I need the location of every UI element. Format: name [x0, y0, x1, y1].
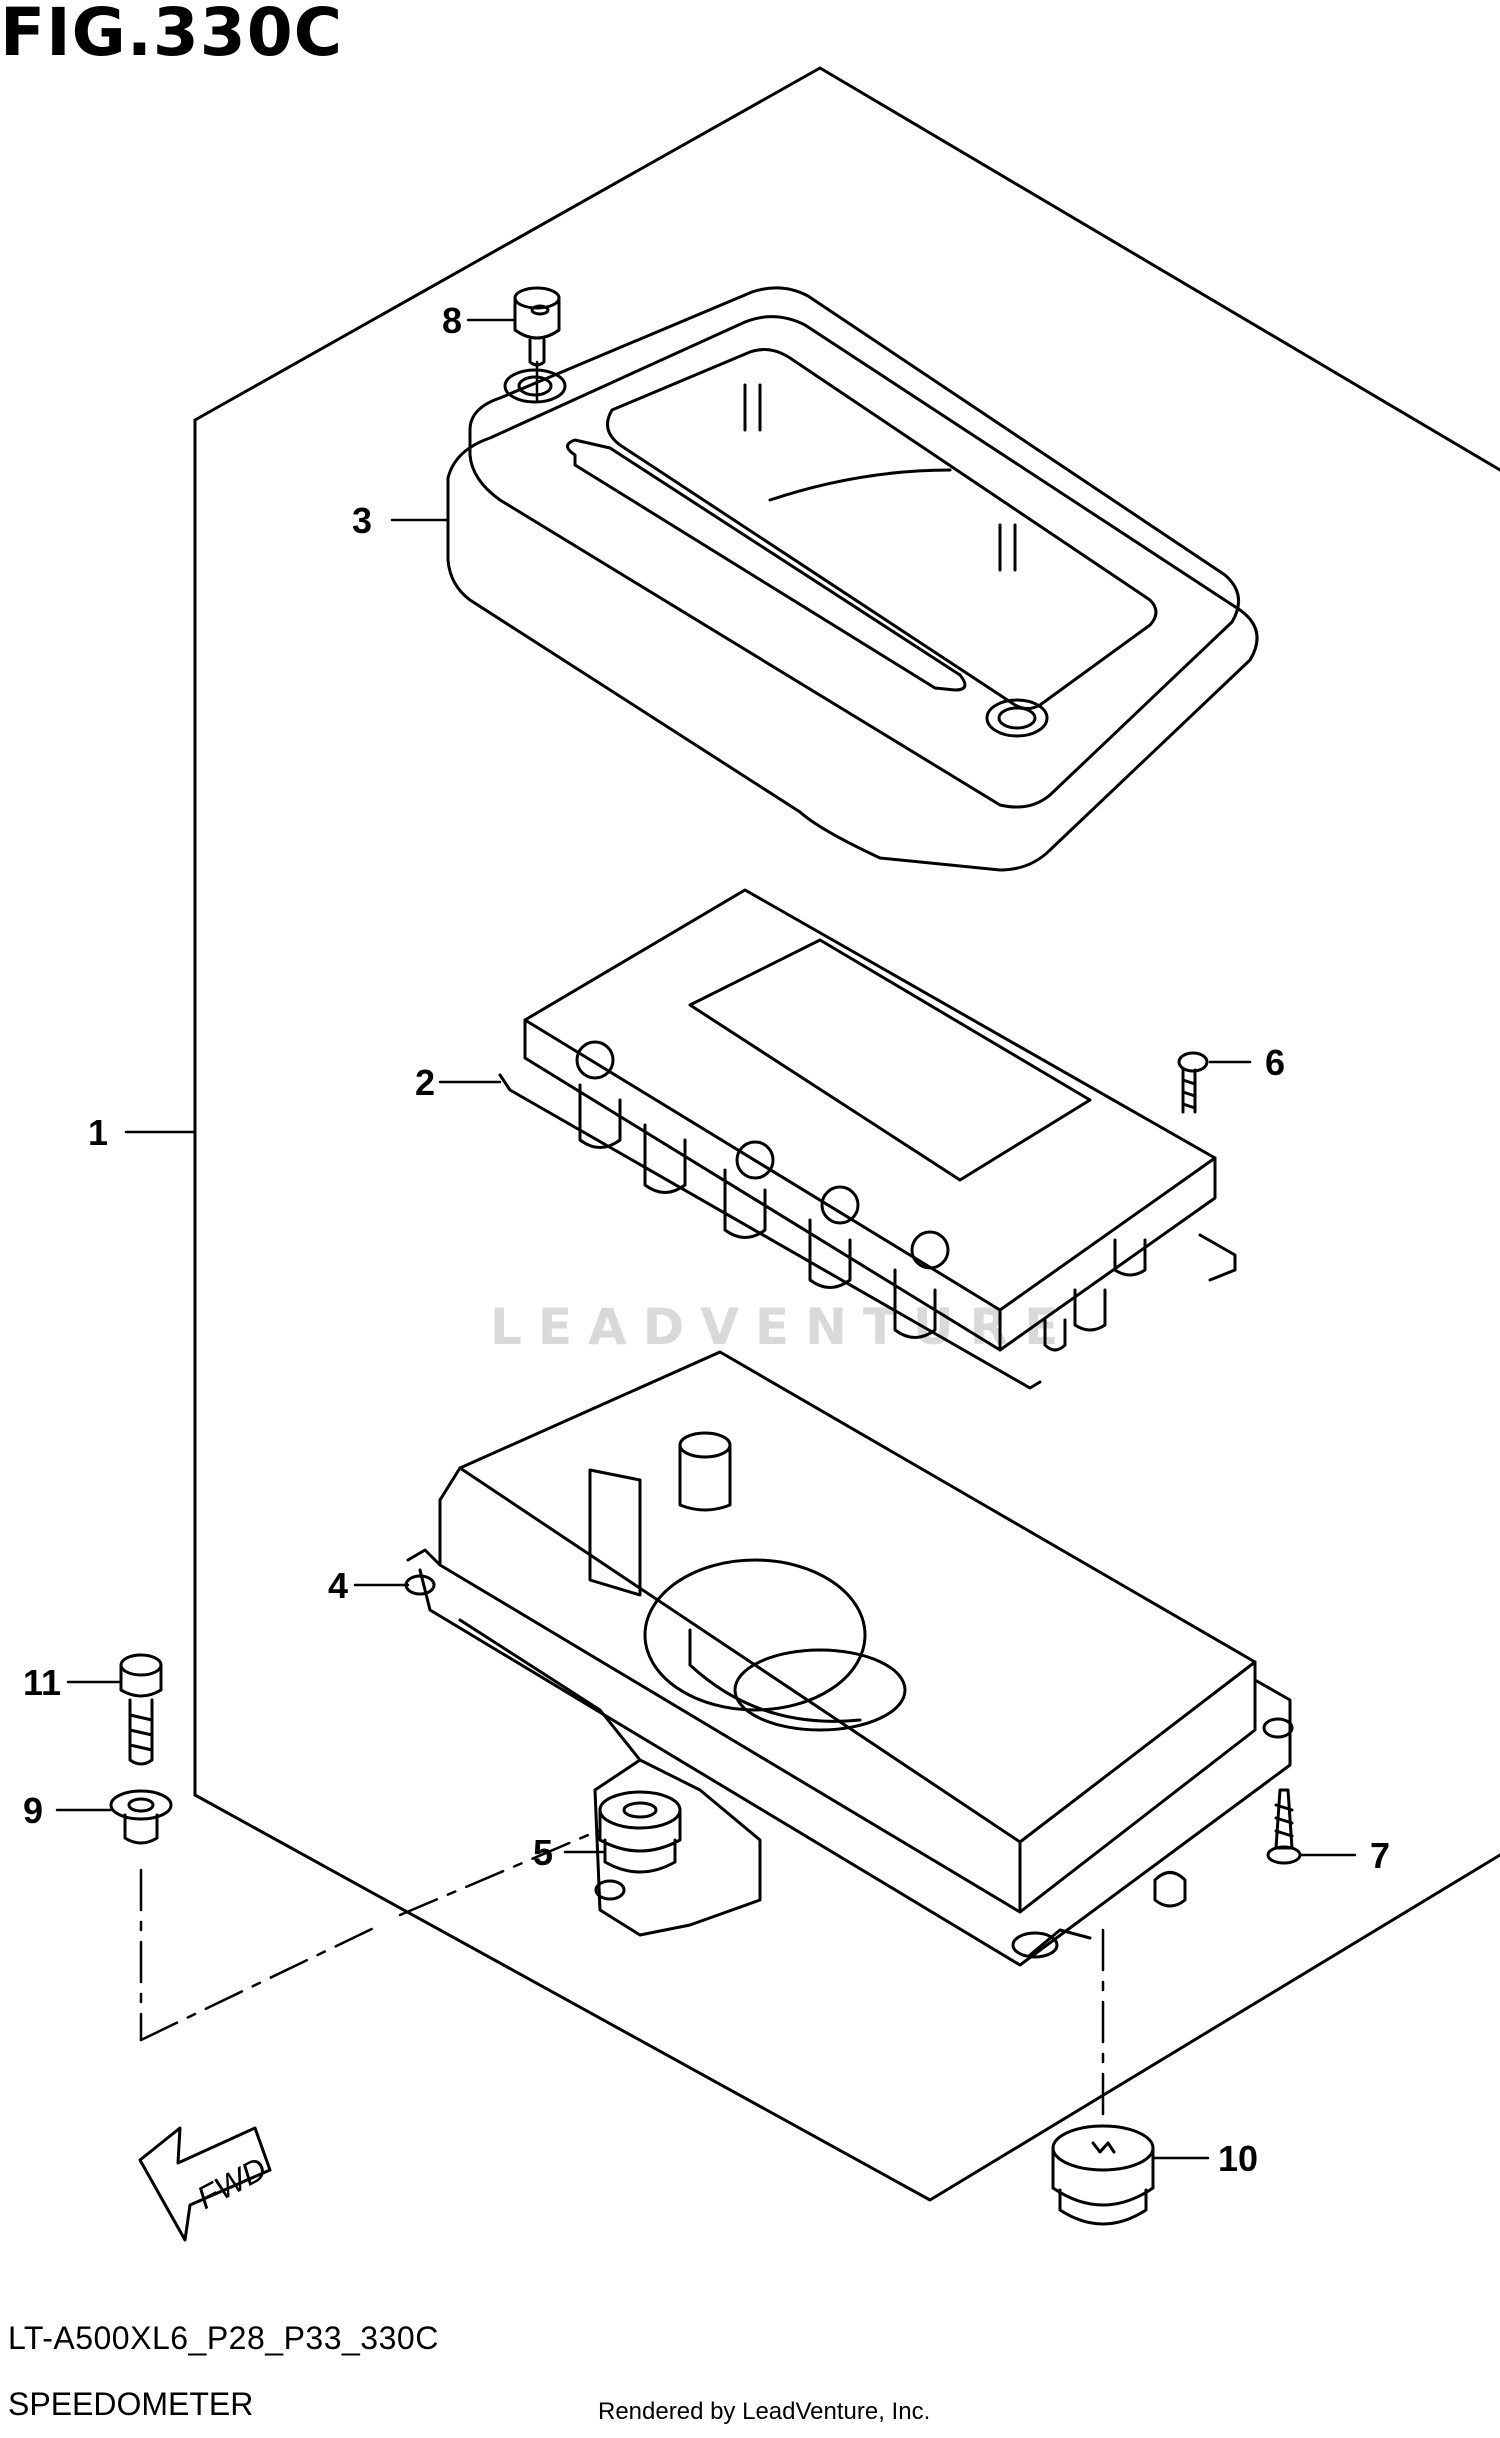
- part-6-screw: [1177, 1051, 1209, 1114]
- part-9-collar: [109, 1789, 173, 1845]
- callout-3: 3: [352, 500, 372, 541]
- model-code: LT-A500XL6_P28_P33_330C: [8, 2320, 439, 2356]
- callout-11: 11: [23, 1662, 61, 1703]
- part-8-screw: [513, 286, 561, 367]
- fwd-arrow: FWD: [138, 2126, 272, 2242]
- callout-2: 2: [415, 1062, 435, 1103]
- part-3-meter-cover: [446, 286, 1259, 872]
- centre-lines: [139, 360, 1105, 2122]
- callout-5: 5: [533, 1832, 553, 1873]
- callout-10: 10: [1218, 2138, 1258, 2179]
- part-10-grommet: [1051, 2124, 1155, 2226]
- callout-6: 6: [1265, 1042, 1285, 1083]
- fwd-label: FWD: [191, 2150, 272, 2216]
- assembly-outline: [193, 66, 1500, 2202]
- render-credit: Rendered by LeadVenture, Inc.: [598, 2398, 931, 2425]
- callout-labels: 1 2 3 4 5 6 7 8 9 10 11: [23, 300, 1390, 2179]
- part-11-bolt: [119, 1653, 163, 1766]
- part-5-grommet: [598, 1790, 682, 1874]
- part-7-screw: [1266, 1788, 1302, 1865]
- diagram-caption: SPEEDOMETER: [8, 2386, 254, 2422]
- callout-8: 8: [442, 300, 462, 341]
- part-4-meter-case: [404, 1350, 1294, 1967]
- leader-lines: [55, 318, 1357, 2160]
- callout-4: 4: [328, 1565, 348, 1606]
- callout-1: 1: [88, 1112, 108, 1153]
- figure-title: FIG.330C: [0, 0, 344, 71]
- part-2-meter-unit: [498, 888, 1237, 1390]
- callout-9: 9: [23, 1790, 43, 1831]
- callout-7: 7: [1370, 1835, 1390, 1876]
